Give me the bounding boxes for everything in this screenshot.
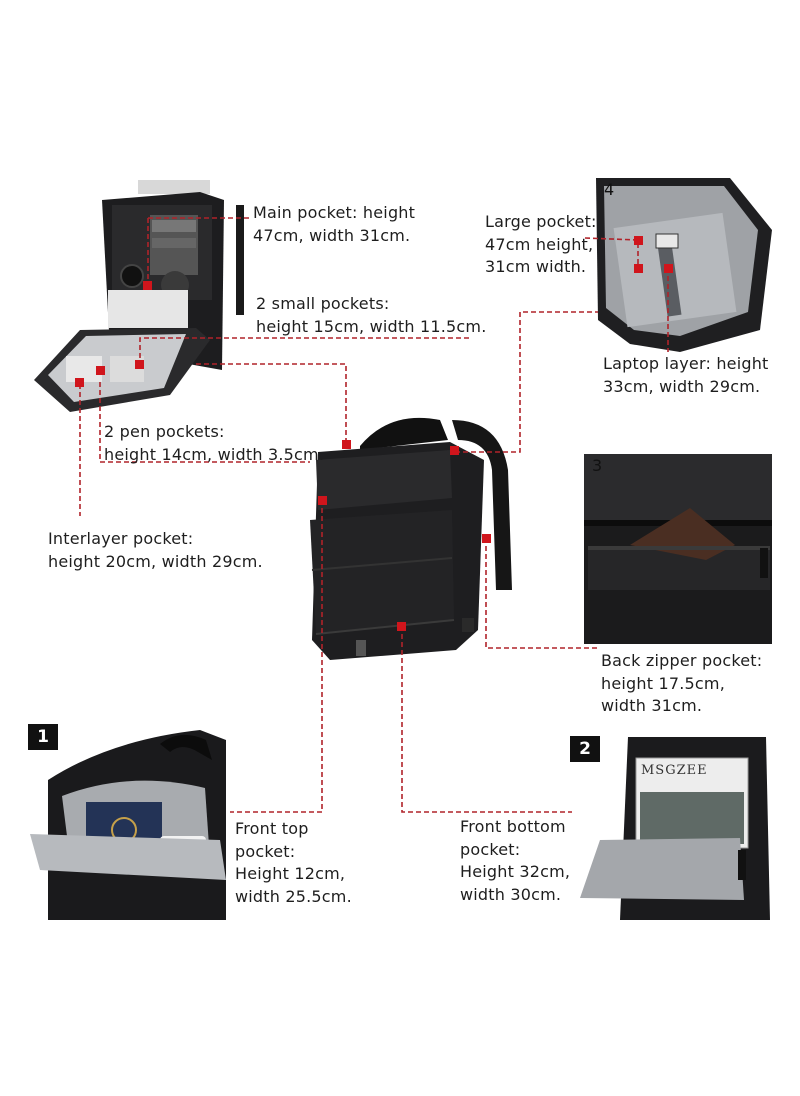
large-pocket-label: Large pocket: 47cm height, 31cm width. (485, 212, 597, 276)
open-backpack-image (34, 180, 244, 412)
front-bottom-pocket-label: Front bottom pocket: Height 32cm, width … (460, 817, 571, 904)
badge-1: 1 (28, 724, 58, 750)
front-top-pocket-label: Front top pocket: Height 12cm, width 25.… (235, 819, 352, 906)
brand-text: MSGZEE (641, 763, 708, 778)
back-zipper-pocket-label: Back zipper pocket: height 17.5cm, width… (601, 651, 763, 715)
backpack-main-image (310, 417, 512, 660)
main-pocket-label: Main pocket: height 47cm, width 31cm. (253, 203, 416, 245)
small-pockets-label: 2 small pockets: height 15cm, width 11.5… (256, 294, 487, 336)
badge-3: 3 (592, 456, 603, 475)
front-bottom-pocket-image (580, 737, 770, 920)
back-pocket-image (584, 454, 772, 644)
laptop-layer-label: Laptop layer: height 33cm, width 29cm. (603, 354, 769, 396)
badge-2: 2 (570, 736, 600, 762)
laptop-compartment-image (596, 178, 772, 352)
pen-pockets-label: 2 pen pockets: height 14cm, width 3.5cm. (104, 422, 325, 464)
front-top-pocket-image (30, 730, 226, 920)
interlayer-pocket-label: Interlayer pocket: height 20cm, width 29… (48, 529, 263, 571)
badge-4: 4 (604, 180, 615, 199)
